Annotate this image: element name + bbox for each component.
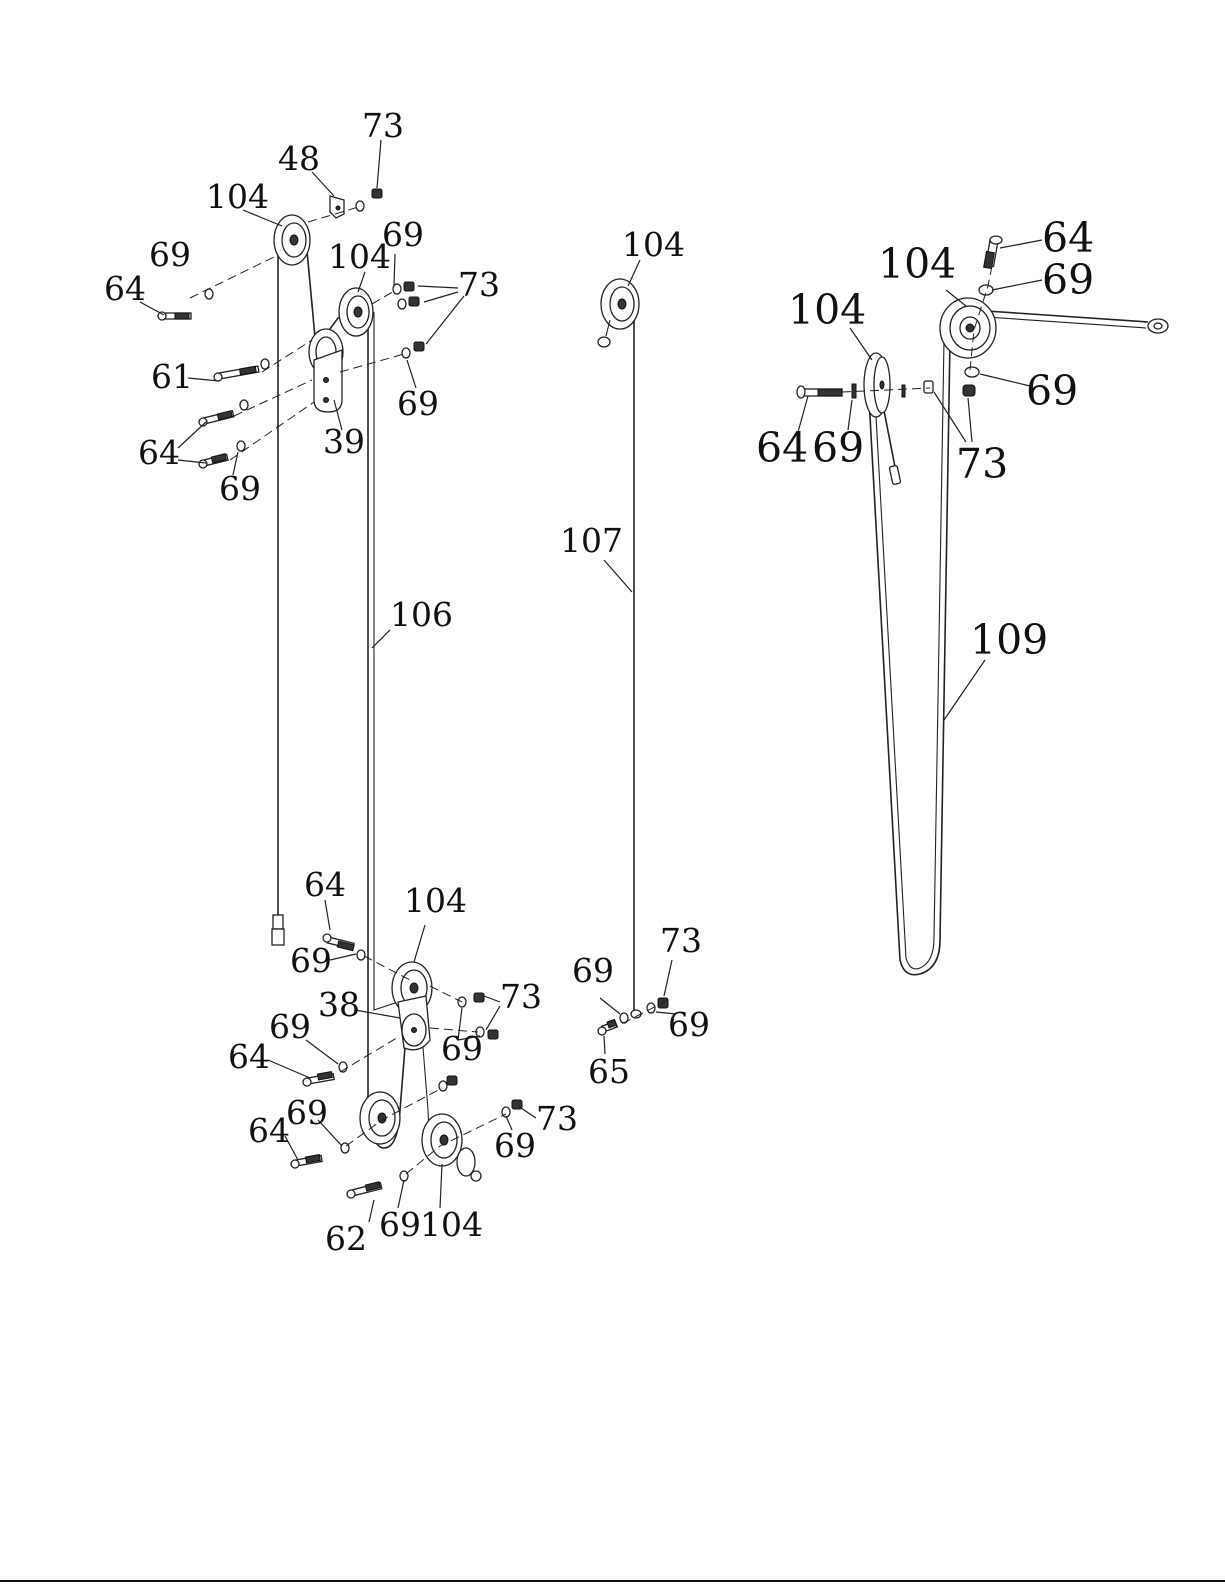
- label-104: 104: [404, 881, 467, 920]
- cable-109: [868, 340, 950, 975]
- nut-73-d-left: [924, 381, 933, 393]
- bracket-48: [330, 196, 344, 218]
- label-69: 69: [379, 1205, 421, 1244]
- washer-69-d-left: [852, 384, 856, 398]
- bolt-64-b-mid: [303, 1072, 334, 1086]
- cable-109-inner: [874, 340, 944, 969]
- bolt-64-d-top: [984, 236, 1002, 269]
- spacer-d: [902, 385, 905, 397]
- bracket-38: [398, 996, 430, 1050]
- label-61: 61: [151, 357, 193, 396]
- cable-end-fitting: [272, 915, 284, 945]
- pulley-104-d-left: [864, 353, 890, 417]
- label-69: 69: [494, 1126, 536, 1165]
- label-69: 69: [1026, 367, 1078, 415]
- bolt-62: [347, 1182, 382, 1198]
- label-73: 73: [660, 921, 702, 960]
- label-69: 69: [290, 941, 332, 980]
- page-bottom-rule: [0, 1580, 1225, 1582]
- axis-line-5: [230, 402, 314, 460]
- axis-line-3: [262, 340, 312, 372]
- label-73: 73: [362, 106, 404, 145]
- bolt-64-left: [158, 312, 191, 320]
- label-64: 64: [304, 865, 346, 904]
- label-69: 69: [382, 215, 424, 254]
- axis-line-4: [234, 380, 312, 416]
- label-107: 107: [560, 521, 623, 560]
- label-106: 106: [390, 595, 453, 634]
- label-104: 104: [878, 240, 956, 288]
- label-65: 65: [588, 1052, 630, 1091]
- label-104: 104: [420, 1205, 483, 1244]
- label-73: 73: [536, 1099, 578, 1138]
- label-64: 64: [104, 269, 146, 308]
- label-69: 69: [269, 1007, 311, 1046]
- label-69: 69: [668, 1005, 710, 1044]
- label-64: 64: [248, 1111, 290, 1150]
- label-73: 73: [458, 265, 500, 304]
- label-69: 69: [149, 235, 191, 274]
- pulley-104-lower-left: [360, 1092, 400, 1144]
- pulley-104-lower-right: [422, 1114, 481, 1181]
- assembly-cable-107: 104 107 73 69 69 65: [560, 225, 710, 1091]
- cable-end-d: [889, 465, 901, 484]
- label-38: 38: [318, 985, 360, 1024]
- axis-line-1: [190, 256, 276, 298]
- label-69: 69: [286, 1093, 328, 1132]
- label-73: 73: [956, 440, 1008, 488]
- label-64: 64: [228, 1037, 270, 1076]
- end-hardware-c: [598, 998, 668, 1035]
- label-109: 109: [970, 616, 1048, 664]
- pulley-104-c: [601, 279, 639, 329]
- pulley-104-d-right: [940, 298, 996, 358]
- label-69: 69: [397, 384, 439, 423]
- label-64: 64: [756, 424, 808, 472]
- label-69: 69: [572, 951, 614, 990]
- label-104: 104: [788, 286, 866, 334]
- label-73: 73: [500, 977, 542, 1016]
- bracket-39: [314, 350, 342, 412]
- label-69: 69: [219, 469, 261, 508]
- washer-69-d-mid: [965, 367, 979, 377]
- bolt-64-d-left: [797, 386, 842, 398]
- label-69: 69: [1042, 256, 1094, 304]
- axis-line-7: [340, 354, 404, 372]
- nut-73-d-low: [963, 385, 975, 396]
- label-64: 64: [138, 433, 180, 472]
- label-64: 64: [1042, 214, 1094, 262]
- label-48: 48: [278, 139, 320, 178]
- bolt-64-lower-b: [199, 454, 228, 468]
- label-104: 104: [206, 177, 269, 216]
- axis-line-9: [430, 986, 462, 1002]
- pulley-104-second: [339, 288, 373, 336]
- label-69: 69: [441, 1029, 483, 1068]
- axis-line-6: [372, 290, 396, 304]
- label-69: 69: [812, 424, 864, 472]
- bolt-61: [214, 366, 259, 381]
- axis-line-10: [340, 1036, 400, 1072]
- label-39: 39: [323, 422, 365, 461]
- cable-eyelet-c: [598, 337, 610, 347]
- assembly-cable-109: 64 104 69 104 69 64 69 73 109: [756, 214, 1168, 975]
- label-104: 104: [622, 225, 685, 264]
- cable-top-horizontal: [972, 310, 1148, 322]
- label-62: 62: [325, 1219, 367, 1258]
- pulley-104-top: [274, 215, 310, 265]
